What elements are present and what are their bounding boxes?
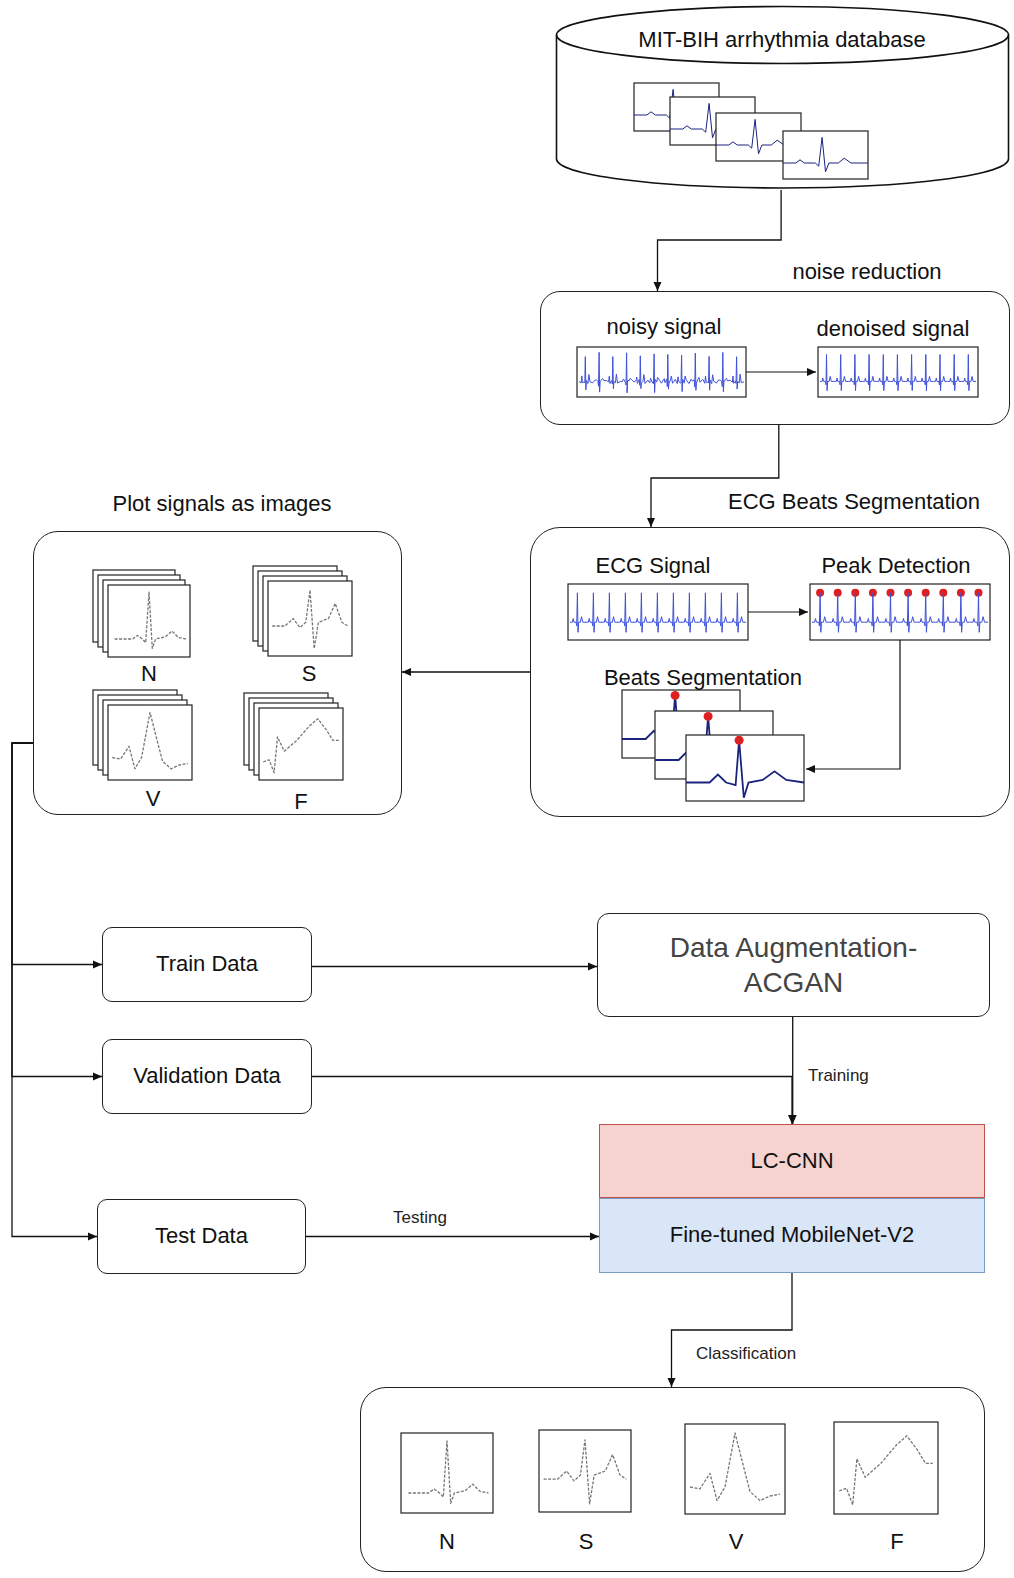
beat-trace: [263, 719, 339, 773]
ecg-trace: [579, 352, 744, 393]
cylinder-top: [557, 7, 1009, 64]
flow-arrow: [806, 640, 900, 769]
database-cylinder: MIT-BIH arrhythmia database: [555, 5, 1010, 190]
ecg-trace: [820, 355, 976, 391]
box-text: Train Data: [156, 951, 258, 977]
edge-label: Training: [808, 1066, 869, 1086]
process-box: Data Augmentation-ACGAN: [597, 913, 990, 1017]
plot-frame: [783, 131, 868, 179]
process-box: Test Data: [97, 1199, 306, 1274]
box-text: Validation Data: [133, 1063, 281, 1089]
plot-frame: [818, 347, 978, 397]
plot-frame: [834, 1422, 938, 1514]
plot-frame: [686, 735, 804, 801]
connector: [12, 743, 97, 1237]
plot-frame: [539, 1430, 631, 1512]
box-text: Peak Detection: [821, 553, 970, 579]
box-text: Data Augmentation-ACGAN: [624, 930, 964, 1000]
plot-frame: [568, 584, 748, 640]
box-heading: Plot signals as images: [113, 491, 332, 517]
process-box: NSVF: [360, 1387, 985, 1572]
connector: [312, 1077, 792, 1125]
box-heading: ECG Beats Segmentation: [728, 489, 980, 515]
box-text: V: [146, 786, 161, 812]
process-box: Plot signals as imagesNSVF: [33, 531, 402, 815]
box-text: denoised signal: [817, 316, 970, 342]
box-text: Test Data: [155, 1223, 248, 1249]
box-text: N: [141, 661, 157, 687]
ecg-trace: [570, 593, 746, 633]
process-box: Fine-tuned MobileNet-V2: [599, 1198, 985, 1273]
edge-label: Testing: [393, 1208, 447, 1228]
process-box: Train Data: [102, 927, 312, 1002]
beat-trace: [408, 1441, 488, 1503]
plot-frame: [268, 581, 352, 656]
beat-trace: [115, 592, 186, 648]
plot-frame: [108, 705, 192, 780]
box-text: V: [729, 1529, 744, 1555]
process-box: noise reductionnoisy signaldenoised sign…: [540, 291, 1010, 425]
box-text: LC-CNN: [750, 1148, 833, 1174]
box-text: noisy signal: [607, 314, 722, 340]
connector: [312, 966, 597, 967]
peak-dot: [704, 712, 713, 721]
box-text: F: [294, 789, 307, 815]
box-heading: MIT-BIH arrhythmia database: [638, 27, 925, 53]
plot-frame: [577, 347, 746, 397]
peak-dot: [671, 691, 680, 700]
flow-arrow: [746, 371, 816, 372]
flow-arrow: [748, 611, 808, 612]
ecg-trace: [783, 137, 868, 171]
beat-trace: [112, 713, 188, 769]
box-text: N: [439, 1529, 455, 1555]
process-box: ECG Beats SegmentationECG SignalPeak Det…: [530, 527, 1010, 817]
connector: [306, 1236, 599, 1237]
plot-frame: [810, 584, 990, 640]
peak-dot: [735, 736, 744, 745]
box-text: Beats Segmentation: [604, 665, 802, 691]
ecg-beat: [686, 740, 804, 797]
beat-trace: [839, 1436, 933, 1505]
connector: [402, 671, 530, 672]
beat-trace: [272, 590, 348, 649]
cylinder-body: [557, 35, 1009, 188]
ecg-trace: [812, 593, 988, 633]
box-heading: noise reduction: [792, 259, 941, 285]
process-box: LC-CNN: [599, 1124, 985, 1198]
box-text: ECG Signal: [596, 553, 711, 579]
plot-frame: [108, 585, 190, 657]
box-text: S: [302, 661, 317, 687]
connector: [12, 743, 102, 965]
box-text: Fine-tuned MobileNet-V2: [670, 1222, 915, 1248]
plot-frame: [401, 1433, 493, 1513]
connector: [12, 743, 102, 1077]
plot-frame: [685, 1424, 785, 1514]
plot-frame: [259, 708, 343, 780]
connector: [658, 190, 782, 291]
box-text: F: [890, 1529, 903, 1555]
beat-trace: [690, 1433, 780, 1501]
connector: [672, 1273, 793, 1387]
beat-trace: [544, 1440, 627, 1504]
box-text: S: [579, 1529, 594, 1555]
process-box: Validation Data: [102, 1039, 312, 1114]
edge-label: Classification: [696, 1344, 796, 1364]
